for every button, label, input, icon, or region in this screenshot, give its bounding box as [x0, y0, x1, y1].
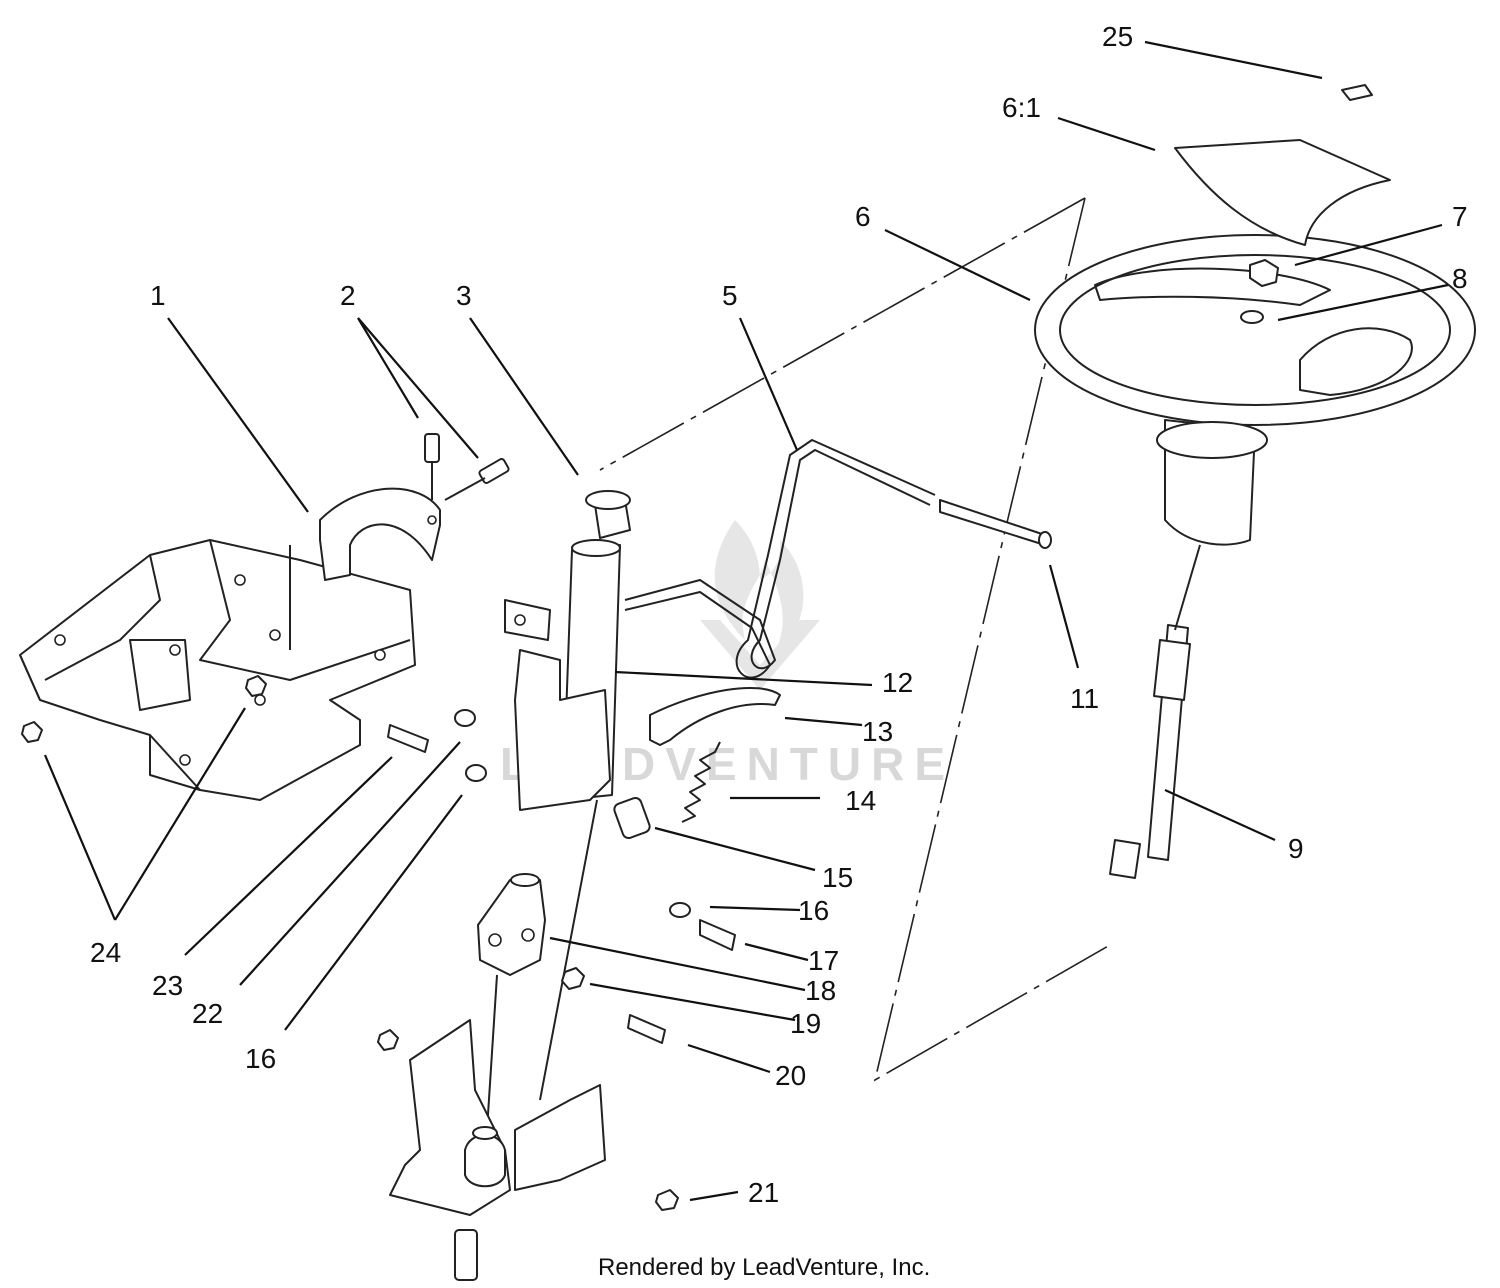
tension-spring: [681, 741, 721, 823]
callout-6: 6: [855, 201, 871, 232]
callout-16a: 16: [798, 895, 829, 926]
callout-9: 9: [1288, 833, 1304, 864]
joint-hardware: [561, 967, 666, 1044]
callout-25: 25: [1102, 21, 1133, 52]
steering-support-bracket: [19, 539, 416, 801]
callout-18: 18: [805, 975, 836, 1006]
pivot-hardware: [387, 709, 736, 951]
callout-19: 19: [790, 1008, 821, 1039]
callout-labels: 1 2 3 5 6:1 6 7 8 9 11 12 13 14 15 16 17…: [90, 21, 1468, 1208]
leader-lines: [43, 40, 1449, 1202]
callout-20: 20: [775, 1060, 806, 1091]
callout-2: 2: [340, 280, 356, 311]
callout-14: 14: [845, 785, 876, 816]
callout-23: 23: [152, 970, 183, 1001]
credit-footer: Rendered by LeadVenture, Inc.: [598, 1254, 930, 1281]
clamp-bolts: [424, 433, 510, 501]
callout-16b: 16: [245, 1043, 276, 1074]
phantom-outline: [599, 197, 1111, 1082]
callout-3: 3: [456, 280, 472, 311]
steering-shaft: [1109, 544, 1201, 879]
universal-joint: [477, 873, 546, 1131]
lower-column-bracket: [377, 1019, 679, 1281]
callout-22: 22: [192, 998, 223, 1029]
callout-12: 12: [882, 667, 913, 698]
callout-7: 7: [1452, 201, 1468, 232]
callout-8: 8: [1452, 263, 1468, 294]
callout-1: 1: [150, 280, 166, 311]
callout-15: 15: [822, 862, 853, 893]
callout-11: 11: [1070, 683, 1099, 714]
steering-column: [504, 490, 631, 1101]
callout-5: 5: [722, 280, 738, 311]
callout-6-1: 6:1: [1002, 92, 1041, 123]
upper-clamp: [289, 487, 441, 650]
lower-clamp: [649, 686, 781, 746]
tilt-handle: [624, 439, 1052, 679]
callout-24: 24: [90, 937, 121, 968]
callout-17: 17: [808, 945, 839, 976]
callout-21: 21: [748, 1177, 779, 1208]
steering-wheel: [1034, 84, 1476, 546]
callout-13: 13: [862, 716, 893, 747]
